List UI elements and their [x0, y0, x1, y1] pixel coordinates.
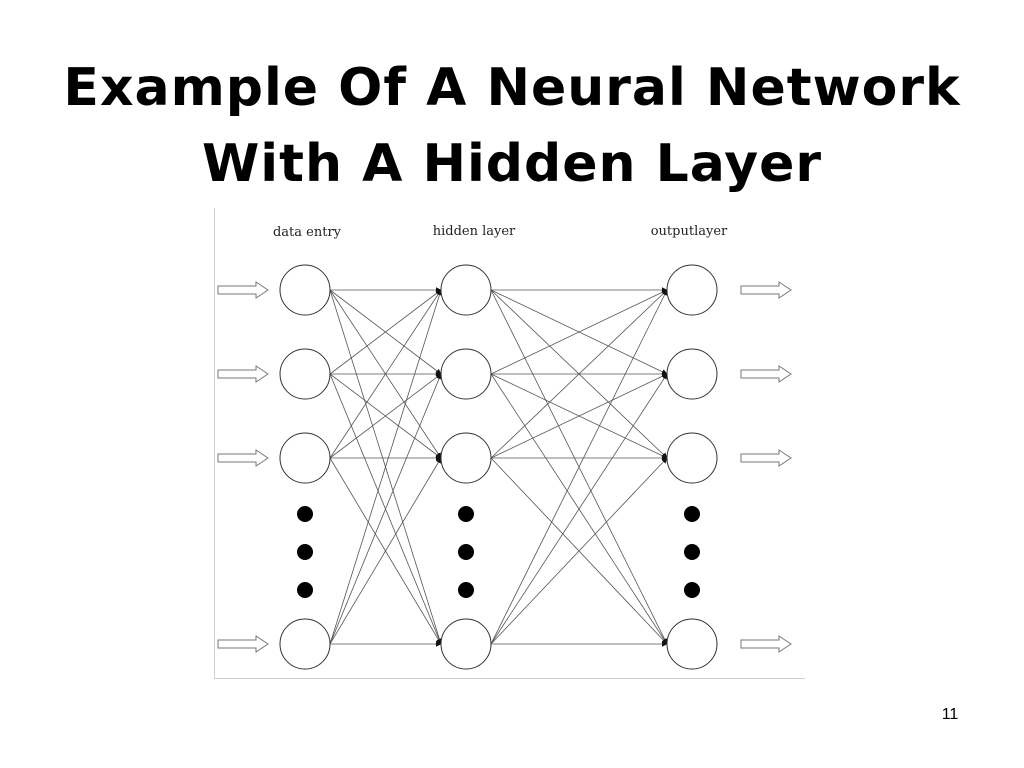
- neuron-layer0-node3: [279, 618, 331, 670]
- layer-label-output: outputlayer: [651, 224, 728, 239]
- output-arrow-2: [740, 449, 792, 467]
- slide-title: Example Of A Neural Network With A Hidde…: [0, 50, 1024, 202]
- neuron-layer0-node0: [279, 264, 331, 316]
- neuron-layer0-node1: [279, 348, 331, 400]
- connection-0-3-2: [329, 457, 442, 645]
- layer-label-hidden: hidden layer: [433, 224, 516, 239]
- ellipsis-dot-layer1-2: [458, 582, 474, 598]
- connection-0-3-0: [329, 289, 443, 645]
- neuron-layer2-node1: [666, 348, 718, 400]
- connection-0-1-0: [329, 289, 442, 375]
- connection-1-1-0: [490, 289, 668, 375]
- connection-0-2-1: [329, 373, 442, 459]
- ellipsis-dot-layer1-0: [458, 506, 474, 522]
- title-line-2: With A Hidden Layer: [201, 134, 823, 194]
- connection-1-3-0: [490, 289, 668, 645]
- connection-0-3-1: [329, 373, 442, 645]
- ellipsis-dots: [297, 506, 700, 598]
- connection-0-2-0: [329, 289, 442, 459]
- neuron-layer2-node0: [666, 264, 718, 316]
- layer-label-data-entry: data entry: [273, 225, 342, 240]
- connection-lines: [329, 287, 668, 647]
- ellipsis-dot-layer0-1: [297, 544, 313, 560]
- ellipsis-dot-layer2-2: [684, 582, 700, 598]
- ellipsis-dot-layer2-1: [684, 544, 700, 560]
- neuron-layer2-node2: [666, 432, 718, 484]
- ellipsis-dot-layer0-0: [297, 506, 313, 522]
- input-arrow-0: [217, 281, 269, 299]
- output-arrow-3: [740, 635, 792, 653]
- connection-1-3-1: [490, 373, 668, 645]
- neuron-layer1-node2: [440, 432, 492, 484]
- title-line-1: Example Of A Neural Network: [63, 58, 961, 118]
- ellipsis-dot-layer0-2: [297, 582, 313, 598]
- neuron-layer1-node1: [440, 348, 492, 400]
- output-arrow-1: [740, 365, 792, 383]
- neuron-layer0-node2: [279, 432, 331, 484]
- neuron-layer1-node3: [440, 618, 492, 670]
- input-arrow-2: [217, 449, 269, 467]
- io-arrows: [217, 281, 792, 653]
- input-arrow-1: [217, 365, 269, 383]
- ellipsis-dot-layer1-1: [458, 544, 474, 560]
- neuron-layer1-node0: [440, 264, 492, 316]
- connection-1-2-0: [490, 289, 668, 459]
- ellipsis-dot-layer2-0: [684, 506, 700, 522]
- connection-1-2-1: [490, 373, 668, 459]
- output-arrow-0: [740, 281, 792, 299]
- neuron-layer2-node3: [666, 618, 718, 670]
- neuron-nodes: [279, 264, 718, 670]
- diagram-frame: [214, 208, 805, 679]
- connection-1-3-2: [490, 457, 668, 645]
- input-arrow-3: [217, 635, 269, 653]
- page-number: 11: [941, 706, 959, 723]
